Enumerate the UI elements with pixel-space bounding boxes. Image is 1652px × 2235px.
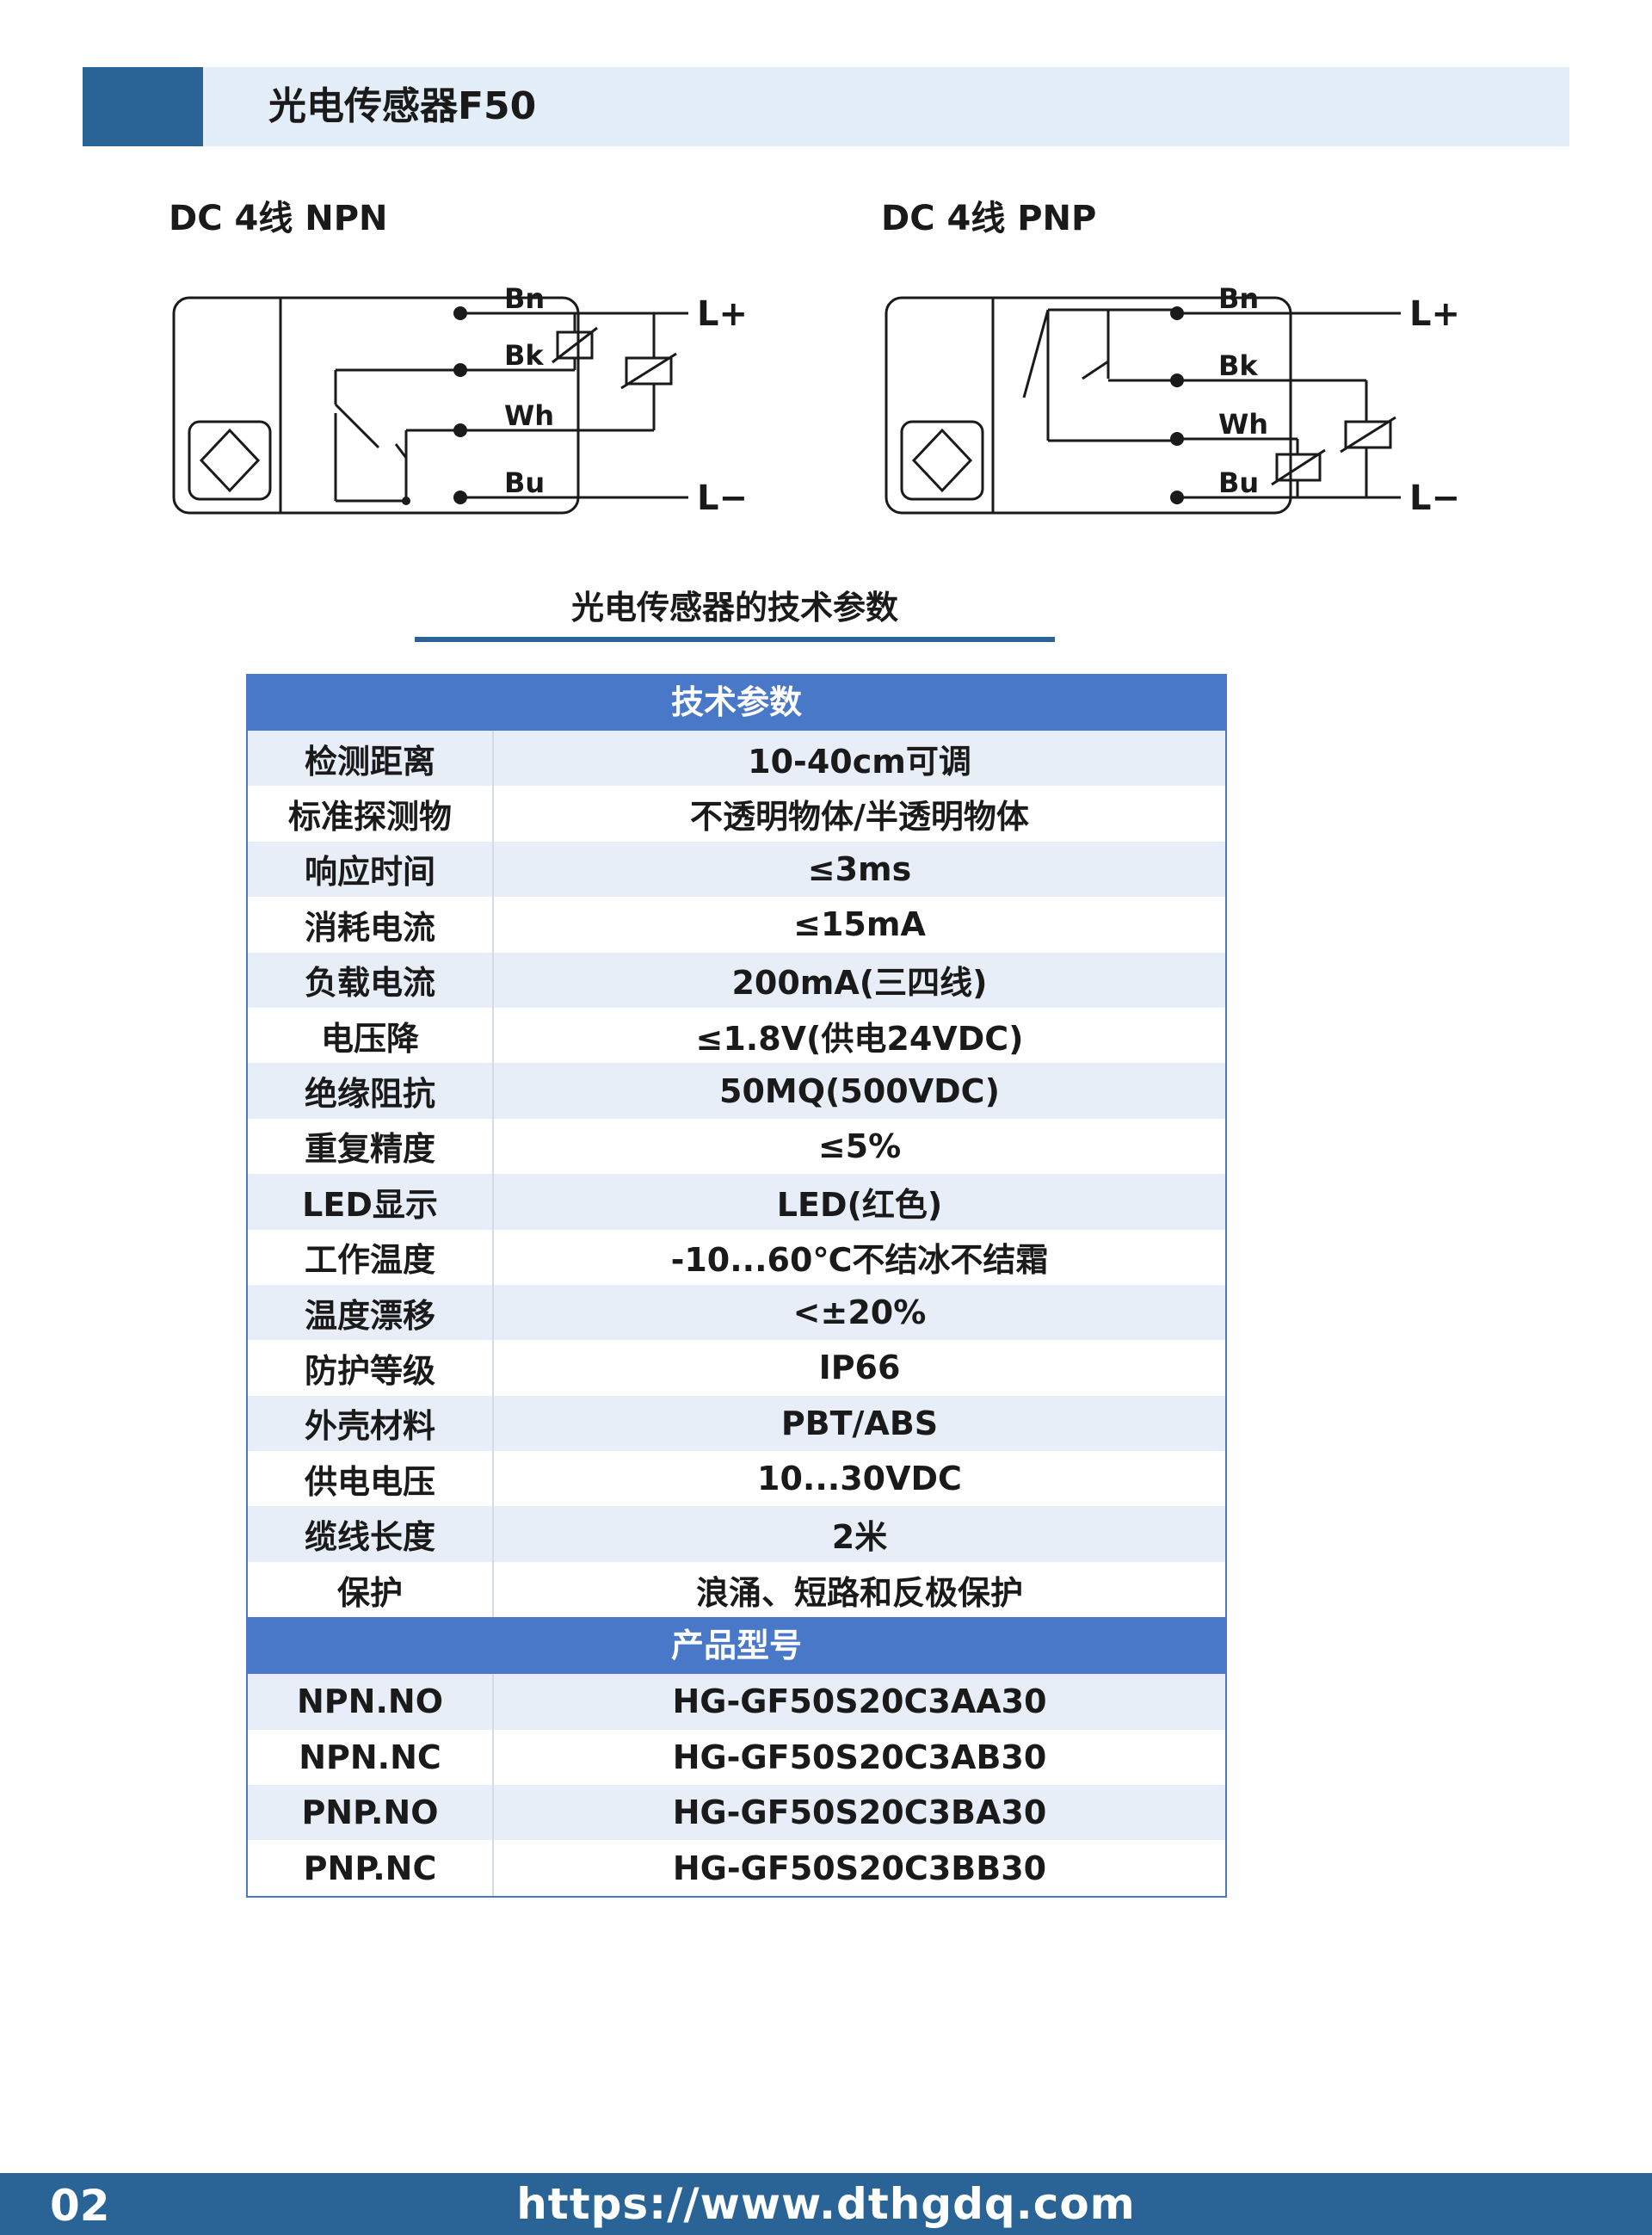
row-value: 50MQ(500VDC) (719, 1071, 1000, 1110)
table-row: LED显示 LED(红色) (248, 1174, 1225, 1230)
npn-terminal-minus: L− (697, 478, 748, 518)
table-row: PNP.NO HG-GF50S20C3BA30 (248, 1785, 1225, 1841)
footer-bar: https://www.dthgdq.com 02 (0, 2173, 1652, 2235)
spec-table-body: 检测距离 10-40cm可调标准探测物 不透明物体/半透明物体响应时间 ≤3ms 消耗电… (248, 731, 1225, 1618)
row-value: HG-GF50S20C3BB30 (672, 1849, 1047, 1887)
pnp-diagram-title: DC 4线 PNP (881, 199, 1097, 238)
row-label: PNP.NO (248, 1785, 494, 1841)
table-row: 防护等级 IP66 (248, 1340, 1225, 1396)
section-title: 光电传感器的技术参数 (570, 589, 898, 627)
table-row: 工作温度 -10...60℃不结冰不结霜 (248, 1229, 1225, 1285)
row-value: ≤15mA (793, 905, 926, 944)
table-row: 供电电压 10...30VDC (248, 1451, 1225, 1507)
table-row: 负载电流 200mA(三四线) (248, 952, 1225, 1008)
pnp-wire-bn: Bn (1218, 282, 1259, 315)
row-label: 检测距离 (248, 731, 494, 787)
npn-diagram-title: DC 4线 NPN (169, 199, 388, 238)
row-value: 不透明物体/半透明物体 (690, 798, 1029, 837)
table-row: PNP.NC HG-GF50S20C3BB30 (248, 1840, 1225, 1896)
row-value: LED(红色) (776, 1185, 943, 1224)
table-row: 保护 浪涌、短路和反极保护 (248, 1561, 1225, 1618)
pnp-terminal-plus: L+ (1409, 294, 1460, 334)
pnp-wiring-diagram: Bn Bk Wh Bu L+ L− (885, 282, 1460, 518)
pnp-relay-1 (1344, 420, 1392, 449)
spec-table: 技术参数 检测距离 10-40cm可调标准探测物 不透明物体/半透明物体响应时间 ≤3… (246, 674, 1227, 1898)
row-label: 消耗电流 (248, 897, 494, 953)
table-row: 电压降 ≤1.8V(供电24VDC) (248, 1007, 1225, 1064)
table-row: 重复精度 ≤5% (248, 1118, 1225, 1175)
pnp-wire-wh: Wh (1218, 408, 1268, 441)
row-label: 重复精度 (248, 1118, 494, 1175)
row-label: 防护等级 (248, 1340, 494, 1396)
table-row: NPN.NO HG-GF50S20C3AA30 (248, 1674, 1225, 1730)
row-value: 10...30VDC (757, 1460, 962, 1498)
table-row: 检测距离 10-40cm可调 (248, 731, 1225, 787)
section-underline (415, 637, 1055, 642)
row-label: NPN.NC (248, 1729, 494, 1786)
npn-wiring-diagram: Bn Bk Wh Bu L+ L− (172, 282, 748, 518)
row-value: 浪涌、短路和反极保护 (695, 1573, 1023, 1612)
row-value: HG-GF50S20C3AB30 (672, 1738, 1047, 1776)
npn-wire-bn: Bn (504, 282, 545, 315)
table-row: 响应时间 ≤3ms (248, 841, 1225, 898)
table-row: 缆线长度 2米 (248, 1506, 1225, 1562)
table-row: 温度漂移 <±20% (248, 1284, 1225, 1341)
row-value: 10-40cm可调 (748, 742, 971, 781)
npn-photo-element (188, 420, 272, 501)
pnp-wire-bk: Bk (1218, 349, 1258, 382)
row-label: 响应时间 (248, 841, 494, 898)
row-value: <±20% (792, 1293, 927, 1332)
row-label: 标准探测物 (248, 786, 494, 842)
header-band (203, 67, 1569, 146)
pnp-terminal-minus: L− (1409, 478, 1460, 518)
page-number: 02 (50, 2181, 110, 2231)
footer-url[interactable]: https://www.dthgdq.com (516, 2179, 1136, 2229)
npn-wire-wh: Wh (504, 399, 554, 432)
row-label: 工作温度 (248, 1229, 494, 1285)
row-value: ≤5% (817, 1127, 902, 1165)
pnp-photo-element (900, 420, 984, 501)
npn-relay-2 (625, 356, 673, 386)
row-label: 供电电压 (248, 1451, 494, 1507)
table-row: NPN.NC HG-GF50S20C3AB30 (248, 1729, 1225, 1786)
table-row: 标准探测物 不透明物体/半透明物体 (248, 786, 1225, 842)
pnp-wire-bu: Bu (1218, 466, 1259, 499)
header-accent-block (83, 67, 203, 146)
npn-wire-bu: Bu (504, 466, 545, 499)
row-label: 外壳材料 (248, 1395, 494, 1452)
row-label: 电压降 (248, 1007, 494, 1064)
row-value: PBT/ABS (780, 1404, 939, 1442)
table-row: 绝缘阻抗 50MQ(500VDC) (248, 1063, 1225, 1119)
row-label: 负载电流 (248, 952, 494, 1008)
row-value: HG-GF50S20C3BA30 (672, 1794, 1047, 1832)
spec-table-header: 技术参数 (248, 674, 1225, 731)
npn-wire-bk: Bk (504, 339, 544, 372)
row-label: 保护 (248, 1561, 494, 1618)
row-value: ≤3ms (807, 849, 912, 888)
row-label: PNP.NC (248, 1840, 494, 1896)
row-value: HG-GF50S20C3AA30 (672, 1682, 1047, 1721)
npn-sensor-body (172, 296, 580, 515)
row-label: NPN.NO (248, 1674, 494, 1730)
row-label: 缆线长度 (248, 1506, 494, 1562)
page-title: 光电传感器F50 (268, 84, 537, 128)
table-row: 外壳材料 PBT/ABS (248, 1395, 1225, 1452)
row-label: 温度漂移 (248, 1284, 494, 1341)
table-row: 消耗电流 ≤15mA (248, 897, 1225, 953)
row-label: 绝缘阻抗 (248, 1063, 494, 1119)
npn-terminal-plus: L+ (697, 294, 748, 334)
row-value: 2米 (831, 1518, 888, 1557)
model-table-header: 产品型号 (248, 1617, 1225, 1675)
row-value: IP66 (818, 1349, 901, 1387)
row-value: 200mA(三四线) (731, 964, 988, 1003)
row-label: LED显示 (248, 1174, 494, 1230)
row-value: -10...60℃不结冰不结霜 (670, 1241, 1049, 1280)
pnp-sensor-body (885, 296, 1292, 515)
row-value: ≤1.8V(供电24VDC) (695, 1019, 1024, 1058)
